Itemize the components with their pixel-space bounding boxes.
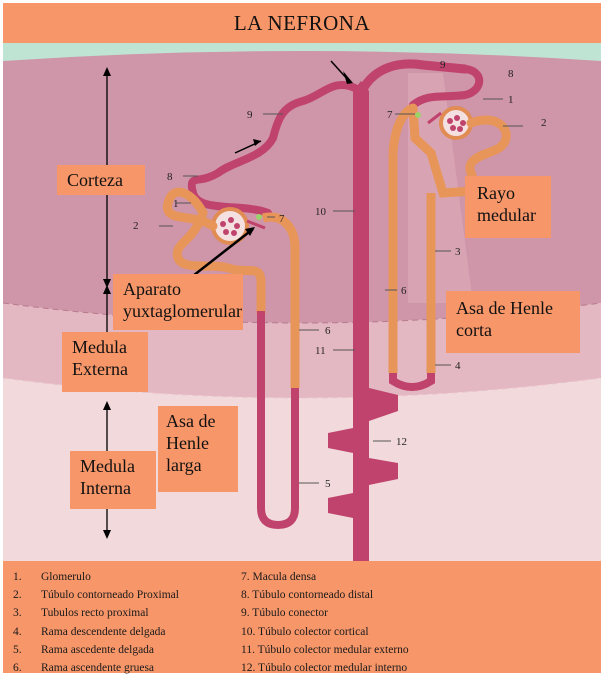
region-label-inner-medulla: Medula Interna: [70, 451, 156, 509]
legend-item: 3.Tubulos recto proximal: [13, 604, 179, 622]
num-left-8: 8: [167, 171, 173, 183]
callout-long-loop: Asa de Henle larga: [158, 406, 238, 492]
num-long-5: 5: [325, 478, 331, 490]
num-right-3: 3: [455, 246, 461, 258]
legend-item: 1.Glomerulo: [13, 568, 179, 586]
num-right-9: 9: [440, 59, 446, 71]
legend-item: 12. Túbulo colector medular interno: [241, 659, 409, 677]
legend-item: 2.Túbulo contorneado Proximal: [13, 586, 179, 604]
num-left-9: 9: [247, 109, 253, 121]
num-left-6: 6: [325, 325, 331, 337]
num-right-6: 6: [401, 285, 407, 297]
num-right-8: 8: [508, 68, 514, 80]
num-11: 11: [315, 345, 326, 357]
callout-jg-apparatus: Aparato yuxtaglomerular: [113, 274, 243, 330]
legend-item: 4.Rama descendente delgada: [13, 623, 179, 641]
legend-item: 5.Rama ascedente delgada: [13, 641, 179, 659]
num-right-1: 1: [508, 94, 514, 106]
num-left-7: 7: [279, 213, 285, 225]
region-label-cortex: Corteza: [57, 165, 145, 195]
legend-column-left: 1.Glomerulo 2.Túbulo contorneado Proxima…: [13, 568, 179, 677]
num-10: 10: [315, 206, 327, 218]
num-right-4: 4: [455, 360, 461, 372]
num-right-7: 7: [387, 109, 393, 121]
legend-item: 8. Túbulo contorneado distal: [241, 586, 409, 604]
callout-medullary-ray: Rayo medular: [465, 176, 551, 238]
region-label-outer-medulla: Medula Externa: [62, 332, 148, 392]
legend-item: 6.Rama ascendente gruesa: [13, 659, 179, 677]
legend-column-right: 7. Macula densa 8. Túbulo contorneado di…: [241, 568, 409, 677]
num-left-2: 2: [133, 220, 139, 232]
legend: 1.Glomerulo 2.Túbulo contorneado Proxima…: [3, 561, 601, 673]
legend-item: 10. Túbulo colector cortical: [241, 623, 409, 641]
page-title: LA NEFRONA: [3, 3, 601, 43]
num-12: 12: [396, 436, 407, 448]
legend-item: 7. Macula densa: [241, 568, 409, 586]
callout-short-loop: Asa de Henle corta: [446, 291, 580, 353]
legend-item: 11. Túbulo colector medular externo: [241, 641, 409, 659]
num-left-1: 1: [173, 198, 179, 210]
legend-item: 9. Túbulo conector: [241, 604, 409, 622]
collecting-duct: [353, 81, 369, 561]
num-right-2: 2: [541, 117, 547, 129]
